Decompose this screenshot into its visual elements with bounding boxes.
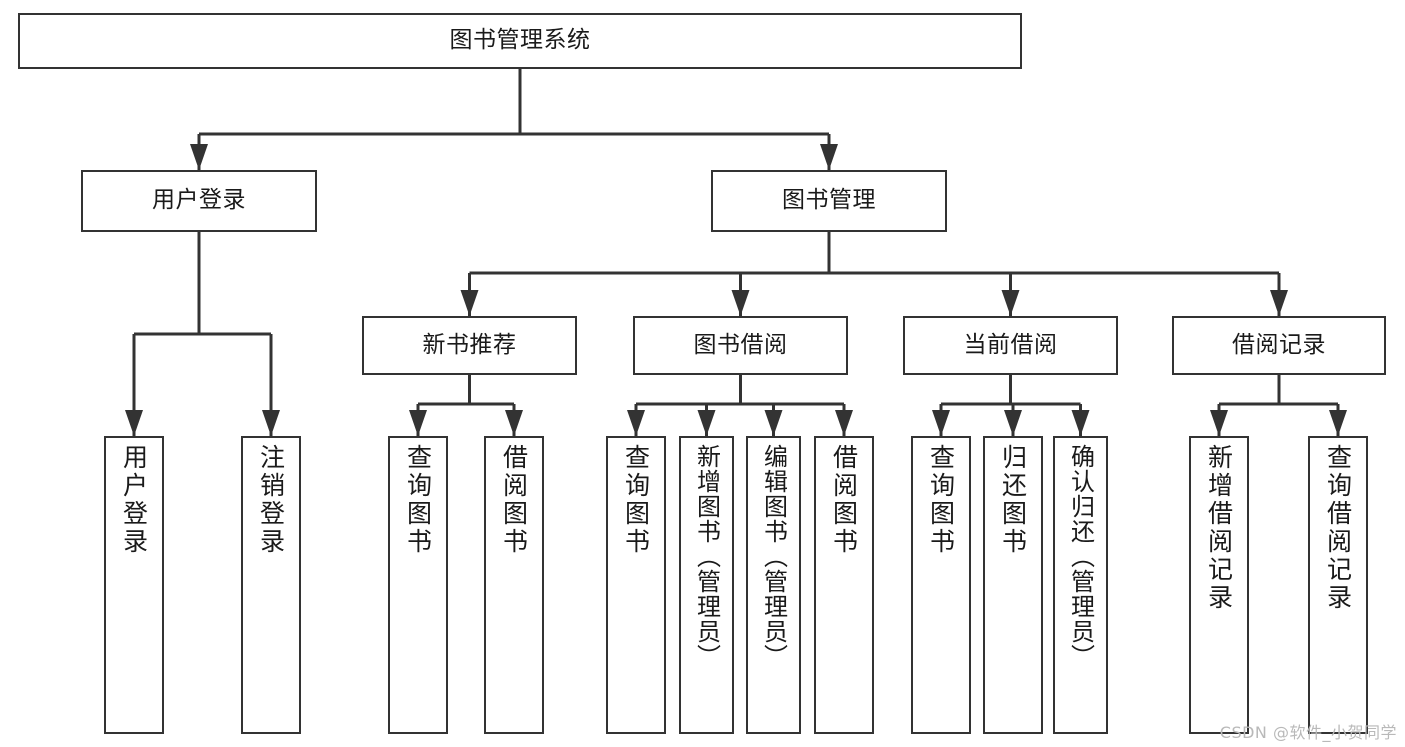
node-leaf-borrow-book-1[interactable]: 借阅图书 (484, 436, 544, 734)
node-leaf-query-book-2[interactable]: 查询图书 (606, 436, 666, 734)
node-book-management[interactable]: 图书管理 (711, 170, 947, 232)
node-leaf-query-book-1[interactable]: 查询图书 (388, 436, 448, 734)
node-leaf-logout-label: 注销登录 (256, 444, 286, 556)
node-leaf-confirm-return-label: 确认归还（管理员） (1066, 444, 1095, 669)
node-leaf-borrow-book-2-label: 借阅图书 (829, 444, 859, 556)
node-leaf-add-record[interactable]: 新增借阅记录 (1189, 436, 1249, 734)
node-root[interactable]: 图书管理系统 (18, 13, 1022, 69)
node-leaf-query-book-3[interactable]: 查询图书 (911, 436, 971, 734)
node-book-borrowing-label: 图书借阅 (693, 331, 788, 358)
watermark: CSDN @软件_小贺同学 (1219, 723, 1397, 742)
node-leaf-borrow-book-1-label: 借阅图书 (499, 444, 529, 556)
node-leaf-query-book-2-label: 查询图书 (621, 444, 651, 556)
node-leaf-logout[interactable]: 注销登录 (241, 436, 301, 734)
node-root-label: 图书管理系统 (449, 27, 591, 54)
node-leaf-user-login-label: 用户登录 (119, 444, 149, 556)
node-leaf-user-login[interactable]: 用户登录 (104, 436, 164, 734)
node-borrowing-record-label: 借阅记录 (1232, 331, 1326, 358)
node-user-login-label: 用户登录 (152, 187, 246, 214)
node-leaf-query-record-label: 查询借阅记录 (1323, 444, 1353, 612)
node-leaf-add-book-label: 新增图书（管理员） (692, 444, 721, 669)
node-leaf-edit-book[interactable]: 编辑图书（管理员） (746, 436, 801, 734)
node-leaf-add-record-label: 新增借阅记录 (1204, 444, 1234, 612)
node-user-login[interactable]: 用户登录 (81, 170, 317, 232)
node-leaf-edit-book-label: 编辑图书（管理员） (759, 444, 788, 669)
node-leaf-query-book-1-label: 查询图书 (403, 444, 433, 556)
node-new-book-recommendation[interactable]: 新书推荐 (362, 316, 577, 375)
node-book-management-label: 图书管理 (782, 187, 876, 214)
node-current-borrowing-label: 当前借阅 (963, 331, 1058, 358)
node-book-borrowing[interactable]: 图书借阅 (633, 316, 848, 375)
node-leaf-borrow-book-2[interactable]: 借阅图书 (814, 436, 874, 734)
node-leaf-add-book[interactable]: 新增图书（管理员） (679, 436, 734, 734)
node-leaf-query-record[interactable]: 查询借阅记录 (1308, 436, 1368, 734)
node-leaf-query-book-3-label: 查询图书 (926, 444, 956, 556)
node-borrowing-record[interactable]: 借阅记录 (1172, 316, 1386, 375)
node-current-borrowing[interactable]: 当前借阅 (903, 316, 1118, 375)
node-leaf-return-book[interactable]: 归还图书 (983, 436, 1043, 734)
node-leaf-return-book-label: 归还图书 (998, 444, 1028, 556)
node-new-book-recommendation-label: 新书推荐 (422, 331, 517, 358)
node-leaf-confirm-return[interactable]: 确认归还（管理员） (1053, 436, 1108, 734)
